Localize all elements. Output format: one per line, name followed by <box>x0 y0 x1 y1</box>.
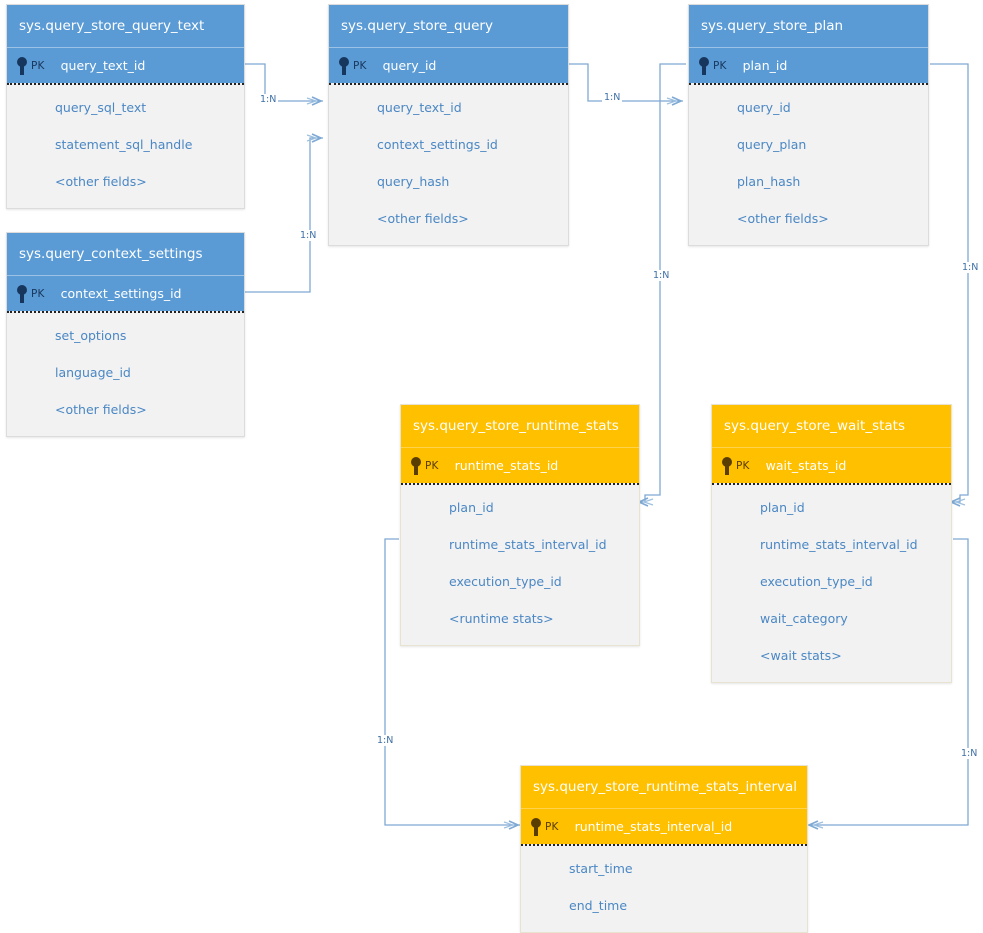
table-title: sys.query_store_wait_stats <box>712 405 951 448</box>
pk-badge: PK <box>545 820 559 833</box>
field-row: start_time <box>569 861 633 876</box>
pk-field-name: context_settings_id <box>60 286 182 301</box>
divider <box>7 83 244 85</box>
divider <box>7 311 244 313</box>
table-title: sys.query_store_query_text <box>7 5 244 48</box>
pk-badge: PK <box>353 59 367 72</box>
key-icon <box>339 56 351 76</box>
field-row: end_time <box>569 898 628 913</box>
table-title: sys.query_store_query <box>329 5 568 48</box>
table-title: sys.query_store_runtime_stats_interval <box>521 766 807 809</box>
field-list: plan_id runtime_stats_interval_id execut… <box>401 485 639 645</box>
entity-table-query-context-settings[interactable]: sys.query_context_settings PK context_se… <box>6 232 245 437</box>
cardinality-label: 1:N <box>651 270 672 281</box>
pk-field-name: query_id <box>382 58 437 73</box>
field-row: query_text_id <box>377 100 462 115</box>
field-row: <other fields> <box>737 211 829 226</box>
pk-field-name: runtime_stats_interval_id <box>574 819 733 834</box>
divider <box>521 844 807 846</box>
field-row: runtime_stats_interval_id <box>449 537 607 552</box>
field-list: plan_id runtime_stats_interval_id execut… <box>712 485 951 682</box>
cardinality-label: 1:N <box>959 748 980 759</box>
field-row: query_plan <box>737 137 807 152</box>
field-row: set_options <box>55 328 127 343</box>
primary-key-row[interactable]: PK runtime_stats_id <box>401 448 639 483</box>
pk-field-name: plan_id <box>742 58 788 73</box>
field-row: context_settings_id <box>377 137 498 152</box>
cardinality-label: 1:N <box>298 230 319 241</box>
field-row: language_id <box>55 365 131 380</box>
connector-plan-to-runtime <box>638 63 686 507</box>
table-title: sys.query_store_runtime_stats <box>401 405 639 448</box>
field-list: query_text_id context_settings_id query_… <box>329 85 568 245</box>
field-row: execution_type_id <box>760 574 873 589</box>
field-list: start_time end_time <box>521 846 807 932</box>
field-row: plan_id <box>760 500 805 515</box>
pk-field-name: runtime_stats_id <box>454 458 559 473</box>
field-row: query_hash <box>377 174 450 189</box>
key-icon <box>722 456 734 476</box>
pk-badge: PK <box>31 287 45 300</box>
field-row: <runtime stats> <box>449 611 554 626</box>
connector-text-to-query <box>245 63 323 106</box>
field-row: query_id <box>737 100 791 115</box>
pk-badge: PK <box>713 59 727 72</box>
key-icon <box>17 56 29 76</box>
field-row: query_sql_text <box>55 100 147 115</box>
field-row: runtime_stats_interval_id <box>760 537 918 552</box>
field-row: <wait stats> <box>760 648 842 663</box>
cardinality-label: 1:N <box>602 92 623 103</box>
field-row: <other fields> <box>377 211 469 226</box>
cardinality-label: 1:N <box>375 735 396 746</box>
connector-query-to-plan <box>569 63 683 106</box>
connector-context-to-query <box>245 133 323 293</box>
primary-key-row[interactable]: PK runtime_stats_interval_id <box>521 809 807 844</box>
field-list: query_sql_text statement_sql_handle <oth… <box>7 85 244 208</box>
primary-key-row[interactable]: PK plan_id <box>689 48 928 83</box>
entity-table-query-store-plan[interactable]: sys.query_store_plan PK plan_id query_id… <box>688 4 929 246</box>
key-icon <box>17 284 29 304</box>
entity-table-query-store-runtime-stats[interactable]: sys.query_store_runtime_stats PK runtime… <box>400 404 640 646</box>
field-row: statement_sql_handle <box>55 137 193 152</box>
field-row: wait_category <box>760 611 848 626</box>
pk-badge: PK <box>425 459 439 472</box>
entity-table-query-store-wait-stats[interactable]: sys.query_store_wait_stats PK wait_stats… <box>711 404 952 683</box>
table-title: sys.query_context_settings <box>7 233 244 276</box>
key-icon <box>699 56 711 76</box>
entity-table-query-store-runtime-stats-interval[interactable]: sys.query_store_runtime_stats_interval P… <box>520 765 808 933</box>
entity-table-query-store-query[interactable]: sys.query_store_query PK query_id query_… <box>328 4 569 246</box>
primary-key-row[interactable]: PK context_settings_id <box>7 276 244 311</box>
pk-field-name: query_text_id <box>60 58 146 73</box>
divider <box>689 83 928 85</box>
field-row: <other fields> <box>55 402 147 417</box>
divider <box>401 483 639 485</box>
primary-key-row[interactable]: PK query_id <box>329 48 568 83</box>
field-list: set_options language_id <other fields> <box>7 313 244 436</box>
pk-badge: PK <box>31 59 45 72</box>
entity-table-query-store-query-text[interactable]: sys.query_store_query_text PK query_text… <box>6 4 245 209</box>
key-icon <box>411 456 423 476</box>
field-row: plan_hash <box>737 174 801 189</box>
cardinality-label: 1:N <box>258 94 279 105</box>
field-row: execution_type_id <box>449 574 562 589</box>
cardinality-label: 1:N <box>960 262 981 273</box>
divider <box>712 483 951 485</box>
primary-key-row[interactable]: PK wait_stats_id <box>712 448 951 483</box>
divider <box>329 83 568 85</box>
key-icon <box>531 817 543 837</box>
table-title: sys.query_store_plan <box>689 5 928 48</box>
field-list: query_id query_plan plan_hash <other fie… <box>689 85 928 245</box>
primary-key-row[interactable]: PK query_text_id <box>7 48 244 83</box>
field-row: plan_id <box>449 500 494 515</box>
field-row: <other fields> <box>55 174 147 189</box>
pk-badge: PK <box>736 459 750 472</box>
pk-field-name: wait_stats_id <box>765 458 847 473</box>
